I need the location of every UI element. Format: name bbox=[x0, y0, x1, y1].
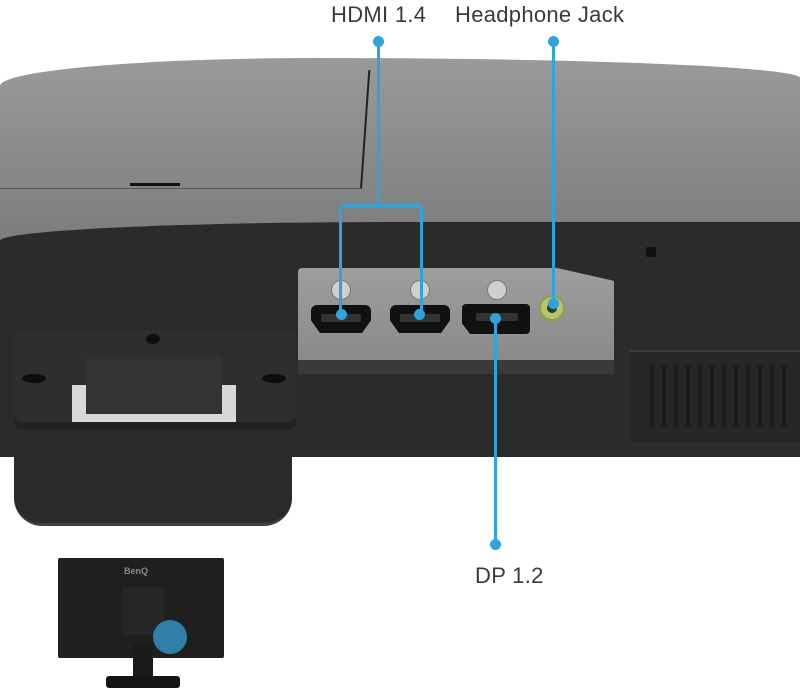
dp-callout-dot bbox=[490, 539, 501, 550]
stand-slot-left bbox=[72, 385, 86, 417]
hdmi-1-callout-dot bbox=[336, 309, 347, 320]
vent-grille bbox=[630, 350, 800, 442]
vent-slot bbox=[650, 365, 654, 427]
upper-panel-recess bbox=[0, 70, 371, 189]
thumbnail-stand-base bbox=[106, 676, 180, 688]
vent-slot bbox=[734, 365, 738, 427]
port-ledge bbox=[298, 360, 614, 374]
headphone-port-callout-dot bbox=[548, 298, 559, 309]
vent-slot bbox=[674, 365, 678, 427]
vent-slot bbox=[698, 365, 702, 427]
mount-hole-left bbox=[22, 374, 46, 383]
stand-slot-right bbox=[222, 385, 236, 417]
panel-slot bbox=[130, 183, 180, 186]
thumbnail-highlight-marker bbox=[153, 620, 187, 654]
thumbnail-stand-neck bbox=[133, 644, 153, 680]
kensington-lock-icon bbox=[646, 247, 656, 257]
stand-base bbox=[14, 457, 292, 526]
hdmi-callout-bracket bbox=[339, 204, 423, 317]
vent-slot bbox=[686, 365, 690, 427]
vent-slot bbox=[710, 365, 714, 427]
dp-callout-stem bbox=[494, 318, 497, 543]
vent-slot bbox=[782, 365, 786, 427]
dp-label: DP 1.2 bbox=[475, 563, 544, 588]
screw-icon bbox=[487, 280, 507, 300]
vent-slot bbox=[758, 365, 762, 427]
headphone-callout-stem bbox=[552, 40, 555, 302]
stand-neck-plate bbox=[86, 356, 222, 414]
hdmi-callout-stem bbox=[377, 40, 380, 205]
vent-slot bbox=[662, 365, 666, 427]
vent-slot bbox=[722, 365, 726, 427]
headphone-jack-label: Headphone Jack bbox=[455, 2, 625, 27]
hdmi-2-callout-dot bbox=[414, 309, 425, 320]
mount-hole-right bbox=[262, 374, 286, 383]
stand-slot-bottom bbox=[72, 414, 236, 422]
mount-screw bbox=[146, 334, 160, 344]
vent-slot bbox=[746, 365, 750, 427]
thumbnail-brand-logo: BenQ bbox=[124, 566, 149, 576]
hdmi-label: HDMI 1.4 bbox=[331, 2, 427, 27]
vent-slot bbox=[770, 365, 774, 427]
